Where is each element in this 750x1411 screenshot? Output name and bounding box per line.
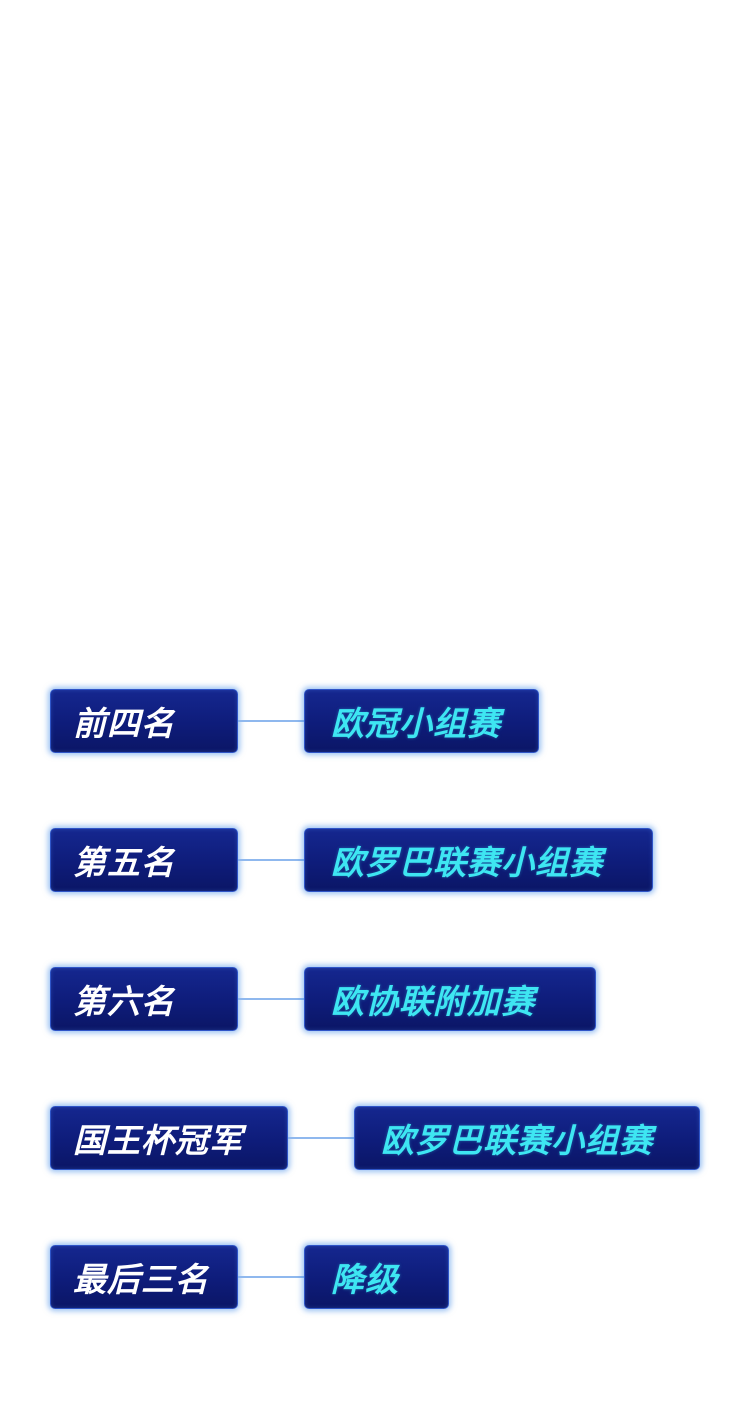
rank-label-box: 国王杯冠军 xyxy=(50,1106,288,1170)
qualification-row: 第五名 欧罗巴联赛小组赛 xyxy=(0,828,750,894)
connector-line xyxy=(238,1276,304,1278)
qualification-row: 最后三名 降级 xyxy=(0,1245,750,1311)
rank-label: 第六名 xyxy=(73,982,175,1021)
rank-label-box: 第六名 xyxy=(50,967,238,1031)
competition-label: 欧协联附加赛 xyxy=(331,982,535,1021)
qualification-row: 国王杯冠军 欧罗巴联赛小组赛 xyxy=(0,1106,750,1172)
connector-line xyxy=(238,720,304,722)
competition-box: 欧罗巴联赛小组赛 xyxy=(304,828,653,892)
connector-line xyxy=(238,859,304,861)
competition-label: 降级 xyxy=(331,1260,399,1299)
qualification-row: 第六名 欧协联附加赛 xyxy=(0,967,750,1033)
rank-label: 最后三名 xyxy=(73,1260,209,1299)
connector-line xyxy=(238,998,304,1000)
rank-label-box: 前四名 xyxy=(50,689,238,753)
competition-box: 欧冠小组赛 xyxy=(304,689,539,753)
rank-label-box: 最后三名 xyxy=(50,1245,238,1309)
competition-box: 欧罗巴联赛小组赛 xyxy=(354,1106,700,1170)
connector-line xyxy=(288,1137,354,1139)
competition-label: 欧罗巴联赛小组赛 xyxy=(381,1121,653,1160)
competition-label: 欧罗巴联赛小组赛 xyxy=(331,843,603,882)
qualification-row: 前四名 欧冠小组赛 xyxy=(0,689,750,755)
competition-label: 欧冠小组赛 xyxy=(331,704,501,743)
rank-label: 国王杯冠军 xyxy=(73,1121,243,1160)
rank-label: 前四名 xyxy=(73,704,175,743)
rank-label-box: 第五名 xyxy=(50,828,238,892)
rank-label: 第五名 xyxy=(73,843,175,882)
competition-box: 欧协联附加赛 xyxy=(304,967,596,1031)
competition-box: 降级 xyxy=(304,1245,449,1309)
